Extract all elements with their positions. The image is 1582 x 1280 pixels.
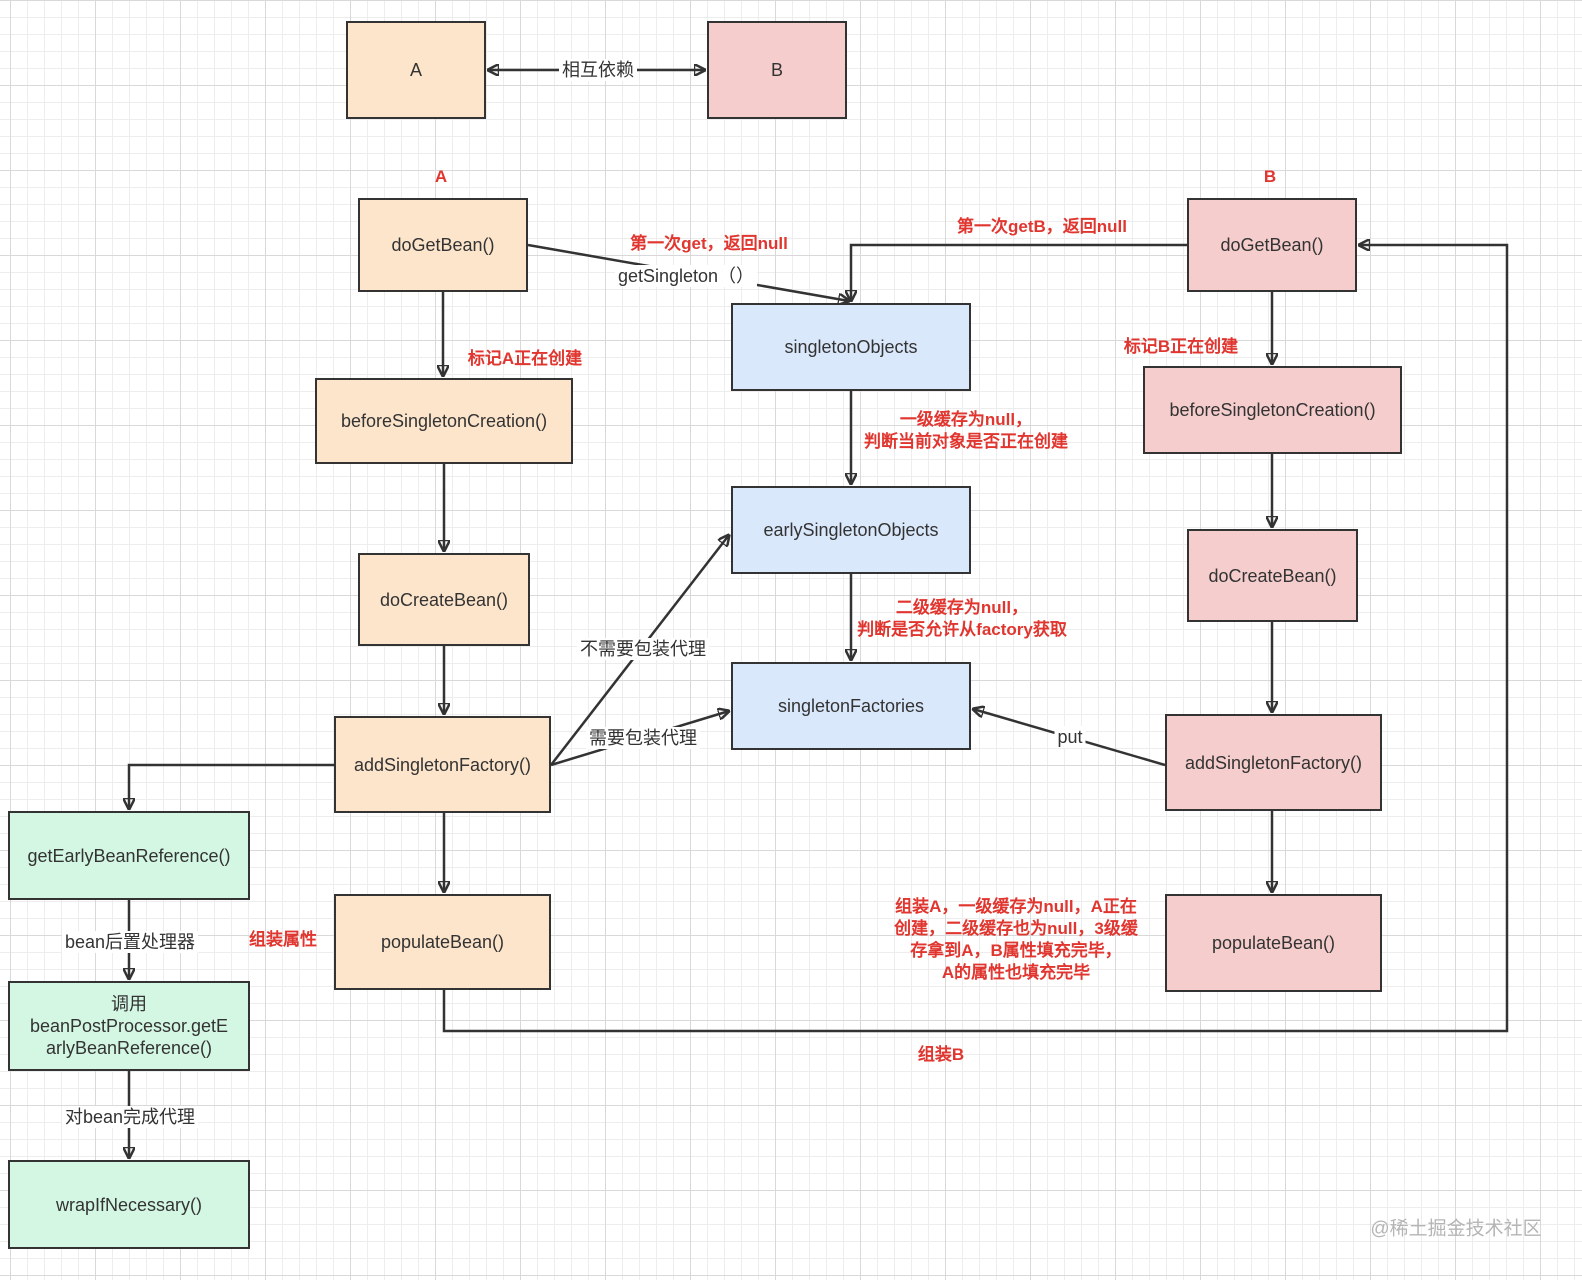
arrow-assemble-b-loop xyxy=(442,245,1509,1033)
wrap-if-necessary-node[interactable]: wrapIfNecessary() xyxy=(8,1160,250,1249)
a-populate-bean-label: populateBean() xyxy=(380,932,505,952)
arrow-addSF-to-getEarly xyxy=(129,763,334,809)
b-do-get-bean-node[interactable]: doGetBean() xyxy=(1187,198,1357,292)
column-b-title: B xyxy=(1263,167,1277,186)
b-before-singleton-creation-label: beforeSingletonCreation() xyxy=(1169,400,1376,420)
dependency-relation-label: 相互依赖 xyxy=(559,59,637,81)
a-before-singleton-creation-label: beforeSingletonCreation() xyxy=(340,411,548,431)
b-do-create-bean-label: doCreateBean() xyxy=(1208,565,1337,586)
b-do-create-bean-node[interactable]: doCreateBean() xyxy=(1187,529,1358,622)
a-do-create-bean-node[interactable]: doCreateBean() xyxy=(358,553,530,646)
a-do-get-bean-node[interactable]: doGetBean() xyxy=(358,198,528,292)
call-bpp-line-3: arlyBeanReference() xyxy=(45,1038,213,1058)
a-populate-bean-node[interactable]: populateBean() xyxy=(334,894,551,990)
get-singleton-label: getSingleton（） xyxy=(614,265,758,287)
watermark: @稀土掘金技术社区 xyxy=(1370,1218,1542,1240)
level1-null-note: 一级缓存为null， 判断当前对象是否正在创建 xyxy=(864,409,1068,453)
arrow-b-getSingleton xyxy=(851,243,1187,301)
call-bean-post-processor-node[interactable]: 调用 beanPostProcessor.getE arlyBeanRefere… xyxy=(8,981,250,1071)
level1-null-line-1: 一级缓存为null， xyxy=(899,410,1033,429)
first-get-a-note: 第一次get，返回null xyxy=(630,234,788,253)
dependency-node-b-label: B xyxy=(770,60,783,80)
assemble-a-line-3: 存拿到A，B属性填充完毕， xyxy=(910,941,1122,960)
call-bpp-line-2: beanPostProcessor.getE xyxy=(29,1016,229,1036)
dependency-node-a[interactable]: A xyxy=(346,21,486,119)
assemble-a-line-1: 组装A，一级缓存为null，A正在 xyxy=(895,897,1137,916)
no-proxy-needed-label: 不需要包装代理 xyxy=(577,638,709,660)
b-populate-bean-label: populateBean() xyxy=(1211,933,1336,953)
b-add-singleton-factory-label: addSingletonFactory() xyxy=(1184,752,1363,773)
level2-null-line-1: 二级缓存为null， xyxy=(895,598,1029,617)
dependency-node-b[interactable]: B xyxy=(707,21,847,119)
early-singleton-objects-node[interactable]: earlySingletonObjects xyxy=(731,486,971,574)
bean-post-processor-label: bean后置处理器 xyxy=(61,931,199,953)
a-add-singleton-factory-node[interactable]: addSingletonFactory() xyxy=(334,716,551,813)
singleton-factories-label: singletonFactories xyxy=(777,696,925,716)
dependency-node-a-label: A xyxy=(409,60,422,80)
complete-proxy-label: 对bean完成代理 xyxy=(61,1106,199,1128)
b-populate-bean-node[interactable]: populateBean() xyxy=(1165,894,1382,992)
assemble-a-note: 组装A，一级缓存为null，A正在 创建，二级缓存也为null，3级缓 存拿到A… xyxy=(894,896,1138,984)
level1-null-line-2: 判断当前对象是否正在创建 xyxy=(864,432,1068,451)
assemble-b-note: 组装B xyxy=(917,1045,965,1064)
singleton-objects-label: singletonObjects xyxy=(784,337,918,357)
a-before-singleton-creation-node[interactable]: beforeSingletonCreation() xyxy=(315,378,573,464)
b-add-singleton-factory-node[interactable]: addSingletonFactory() xyxy=(1165,714,1382,811)
call-bpp-line-1: 调用 xyxy=(111,994,147,1014)
mark-a-creating-note: 标记A正在创建 xyxy=(467,349,583,368)
b-before-singleton-creation-node[interactable]: beforeSingletonCreation() xyxy=(1143,366,1402,454)
call-bean-post-processor-text: 调用 beanPostProcessor.getE arlyBeanRefere… xyxy=(30,993,228,1059)
assemble-a-line-2: 创建，二级缓存也为null，3级缓 xyxy=(894,919,1138,938)
first-get-b-note: 第一次getB，返回null xyxy=(957,217,1127,236)
assemble-properties-note: 组装属性 xyxy=(249,930,317,949)
level2-null-note: 二级缓存为null， 判断是否允许从factory获取 xyxy=(857,597,1067,641)
a-do-get-bean-label: doGetBean() xyxy=(391,235,495,255)
singleton-objects-node[interactable]: singletonObjects xyxy=(731,303,971,391)
get-early-bean-reference-node[interactable]: getEarlyBeanReference() xyxy=(8,811,250,900)
put-label: put xyxy=(1054,726,1086,748)
b-do-get-bean-label: doGetBean() xyxy=(1220,235,1324,255)
column-a-title: A xyxy=(434,167,448,186)
a-do-create-bean-label: doCreateBean() xyxy=(379,589,509,610)
wrap-if-necessary-label: wrapIfNecessary() xyxy=(55,1194,203,1215)
a-add-singleton-factory-label: addSingletonFactory() xyxy=(353,754,532,775)
assemble-a-line-4: A的属性也填充完毕 xyxy=(941,963,1091,982)
get-early-bean-reference-label: getEarlyBeanReference() xyxy=(27,845,231,866)
early-singleton-objects-label: earlySingletonObjects xyxy=(763,520,939,540)
singleton-factories-node[interactable]: singletonFactories xyxy=(731,662,971,750)
proxy-needed-label: 需要包装代理 xyxy=(586,727,700,749)
mark-b-creating-note: 标记B正在创建 xyxy=(1123,337,1239,356)
level2-null-line-2: 判断是否允许从factory获取 xyxy=(857,620,1067,639)
